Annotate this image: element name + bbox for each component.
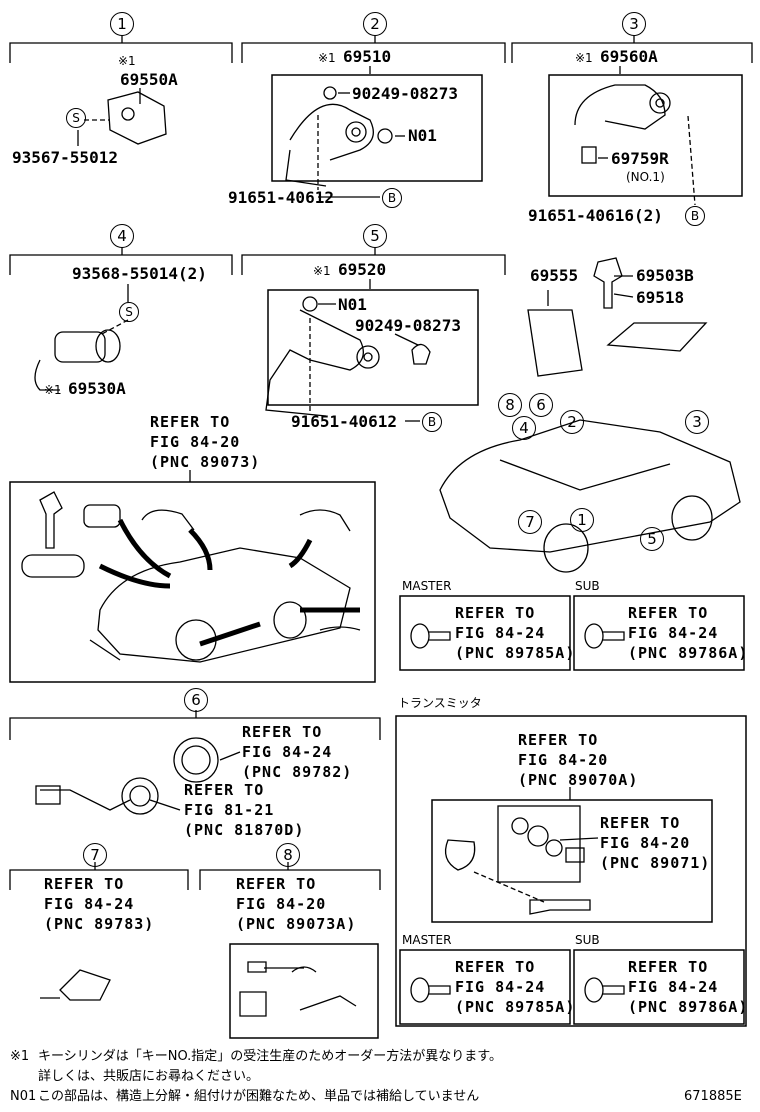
main-refer-line2[interactable]: FIG 84-20	[150, 433, 241, 451]
s5-part-number[interactable]: 69520	[338, 260, 387, 279]
sub-refer-line3: (PNC 89786A)	[628, 644, 749, 662]
figure-code: 671885E	[684, 1089, 742, 1104]
sub-refer-line2[interactable]: FIG 84-24	[628, 624, 719, 642]
s1-screw-tag: S	[66, 108, 86, 128]
car-location-1[interactable]: 1	[570, 508, 594, 532]
tx-refer1-line3: (PNC 89070A)	[518, 771, 639, 789]
master-refer-line2[interactable]: FIG 84-24	[455, 624, 546, 642]
s3-part-number[interactable]: 69560A	[600, 47, 658, 66]
s5-wire-tag: B	[422, 412, 442, 432]
s2-bolt-number[interactable]: 90249-08273	[352, 84, 458, 103]
section-6-number: 6	[184, 688, 208, 712]
s8-refer-line1: REFER TO	[236, 875, 317, 893]
section-8-number: 8	[276, 843, 300, 867]
tx-sub-refer-line2[interactable]: FIG 84-24	[628, 978, 719, 996]
master-refer-line1: REFER TO	[455, 604, 536, 622]
s2-wire-number[interactable]: 91651-40612	[228, 188, 334, 207]
tx-refer2-line2[interactable]: FIG 84-20	[600, 834, 691, 852]
tx-sub-refer-line1: REFER TO	[628, 958, 709, 976]
s8-refer-line2[interactable]: FIG 84-20	[236, 895, 327, 913]
tx-refer2-line1: REFER TO	[600, 814, 681, 832]
section-1-number: 1	[110, 12, 134, 36]
section-2-number: 2	[363, 12, 387, 36]
s1-mark: ※1	[118, 54, 136, 68]
s5-bolt-number[interactable]: 90249-08273	[355, 316, 461, 335]
s7-refer-line1: REFER TO	[44, 875, 125, 893]
s6-refer1-line1: REFER TO	[242, 723, 323, 741]
s1-screw-number[interactable]: 93567-55012	[12, 148, 118, 167]
master-label: MASTER	[402, 579, 452, 593]
car-location-3[interactable]: 3	[685, 410, 709, 434]
s7-refer-line2[interactable]: FIG 84-24	[44, 895, 135, 913]
note2-line: この部品は、構造上分解・組付けが困難なため、単品では補給していません	[38, 1089, 480, 1104]
s6-refer2-line3: (PNC 81870D)	[184, 821, 305, 839]
transmitter-label: トランスミッタ	[398, 696, 482, 710]
s8-refer-line3: (PNC 89073A)	[236, 915, 357, 933]
tx-master-refer-line1: REFER TO	[455, 958, 536, 976]
s3-wire-number[interactable]: 91651-40616(2)	[528, 206, 663, 225]
s6-refer2-line1: REFER TO	[184, 781, 265, 799]
car-location-8[interactable]: 8	[498, 393, 522, 417]
tx-master-refer-line3: (PNC 89785A)	[455, 998, 576, 1016]
s7-refer-line3: (PNC 89783)	[44, 915, 155, 933]
section-4-number: 4	[110, 224, 134, 248]
section-5-number: 5	[363, 224, 387, 248]
car-location-4[interactable]: 4	[512, 416, 536, 440]
tx-refer1-line1: REFER TO	[518, 731, 599, 749]
section-3-number: 3	[622, 12, 646, 36]
car-location-2[interactable]: 2	[560, 410, 584, 434]
tx-sub-label: SUB	[575, 933, 600, 947]
s2-mark: ※1	[318, 51, 336, 65]
s3-sub-part-number[interactable]: 69759R	[611, 149, 669, 168]
s4-screw-number[interactable]: 93568-55014(2)	[72, 264, 207, 283]
car-location-7[interactable]: 7	[518, 510, 542, 534]
note1-line1: キーシリンダは「キーNO.指定」の受注生産のためオーダー方法が異なります。	[38, 1049, 503, 1064]
s2-wire-tag: B	[382, 188, 402, 208]
part-69503b[interactable]: 69503B	[636, 266, 694, 285]
main-refer-line3: (PNC 89073)	[150, 453, 261, 471]
note2-mark: N01	[10, 1089, 37, 1104]
tx-master-refer-line2[interactable]: FIG 84-24	[455, 978, 546, 996]
main-refer-line1: REFER TO	[150, 413, 231, 431]
s5-wire-number[interactable]: 91651-40612	[291, 412, 397, 431]
car-location-6[interactable]: 6	[529, 393, 553, 417]
tx-refer1-line2[interactable]: FIG 84-20	[518, 751, 609, 769]
s4-part-number[interactable]: 69530A	[68, 379, 126, 398]
part-69555[interactable]: 69555	[530, 266, 579, 285]
car-location-5[interactable]: 5	[640, 527, 664, 551]
s4-screw-tag: S	[119, 302, 139, 322]
tx-refer2-line3: (PNC 89071)	[600, 854, 711, 872]
s3-mark: ※1	[575, 51, 593, 65]
tx-sub-refer-line3: (PNC 89786A)	[628, 998, 749, 1016]
tx-master-label: MASTER	[402, 933, 452, 947]
s2-part-number[interactable]: 69510	[343, 47, 392, 66]
sub-label: SUB	[575, 579, 600, 593]
s4-mark: ※1	[44, 383, 62, 397]
s3-sub-note: (NO.1)	[626, 170, 665, 184]
s5-mark: ※1	[313, 264, 331, 278]
s2-n01-label: N01	[408, 126, 437, 145]
note1-line2: 詳しくは、共販店にお尋ねください。	[38, 1069, 260, 1084]
sub-refer-line1: REFER TO	[628, 604, 709, 622]
s6-refer1-line3: (PNC 89782)	[242, 763, 353, 781]
s6-refer2-line2[interactable]: FIG 81-21	[184, 801, 275, 819]
section-7-number: 7	[83, 843, 107, 867]
s5-n01-label: N01	[338, 295, 367, 314]
part-69518[interactable]: 69518	[636, 288, 685, 307]
s1-part-number[interactable]: 69550A	[120, 70, 178, 89]
note1-mark: ※1	[10, 1049, 30, 1064]
master-refer-line3: (PNC 89785A)	[455, 644, 576, 662]
s6-refer1-line2[interactable]: FIG 84-24	[242, 743, 333, 761]
s3-wire-tag: B	[685, 206, 705, 226]
